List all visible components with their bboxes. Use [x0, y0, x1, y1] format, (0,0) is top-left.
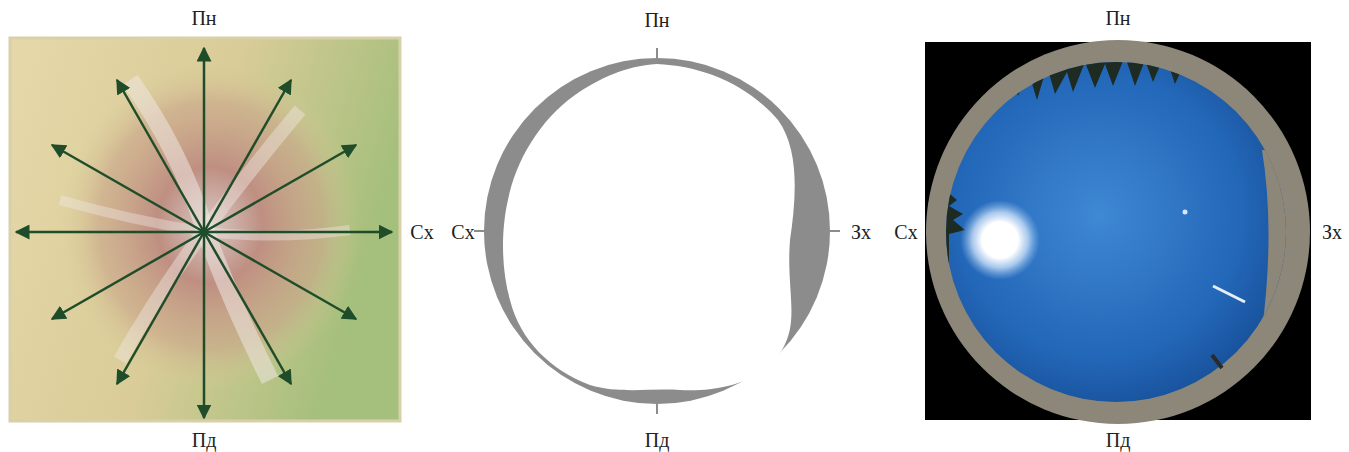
- fisheye-photo: [925, 40, 1311, 424]
- direction-label: Сх: [451, 222, 474, 242]
- horizon-diagram: [474, 48, 840, 414]
- direction-label: Пд: [1106, 430, 1131, 450]
- direction-label: Пд: [192, 430, 217, 450]
- terrain-map: [10, 38, 400, 421]
- direction-label: Сх: [894, 222, 917, 242]
- direction-label: Пд: [645, 430, 670, 450]
- direction-label: Пн: [1105, 8, 1130, 28]
- direction-label: Зх: [1322, 222, 1342, 242]
- direction-label: Сх: [410, 222, 433, 242]
- direction-label: Пн: [644, 10, 669, 30]
- direction-label: Зх: [851, 222, 871, 242]
- direction-label: Пн: [191, 8, 216, 28]
